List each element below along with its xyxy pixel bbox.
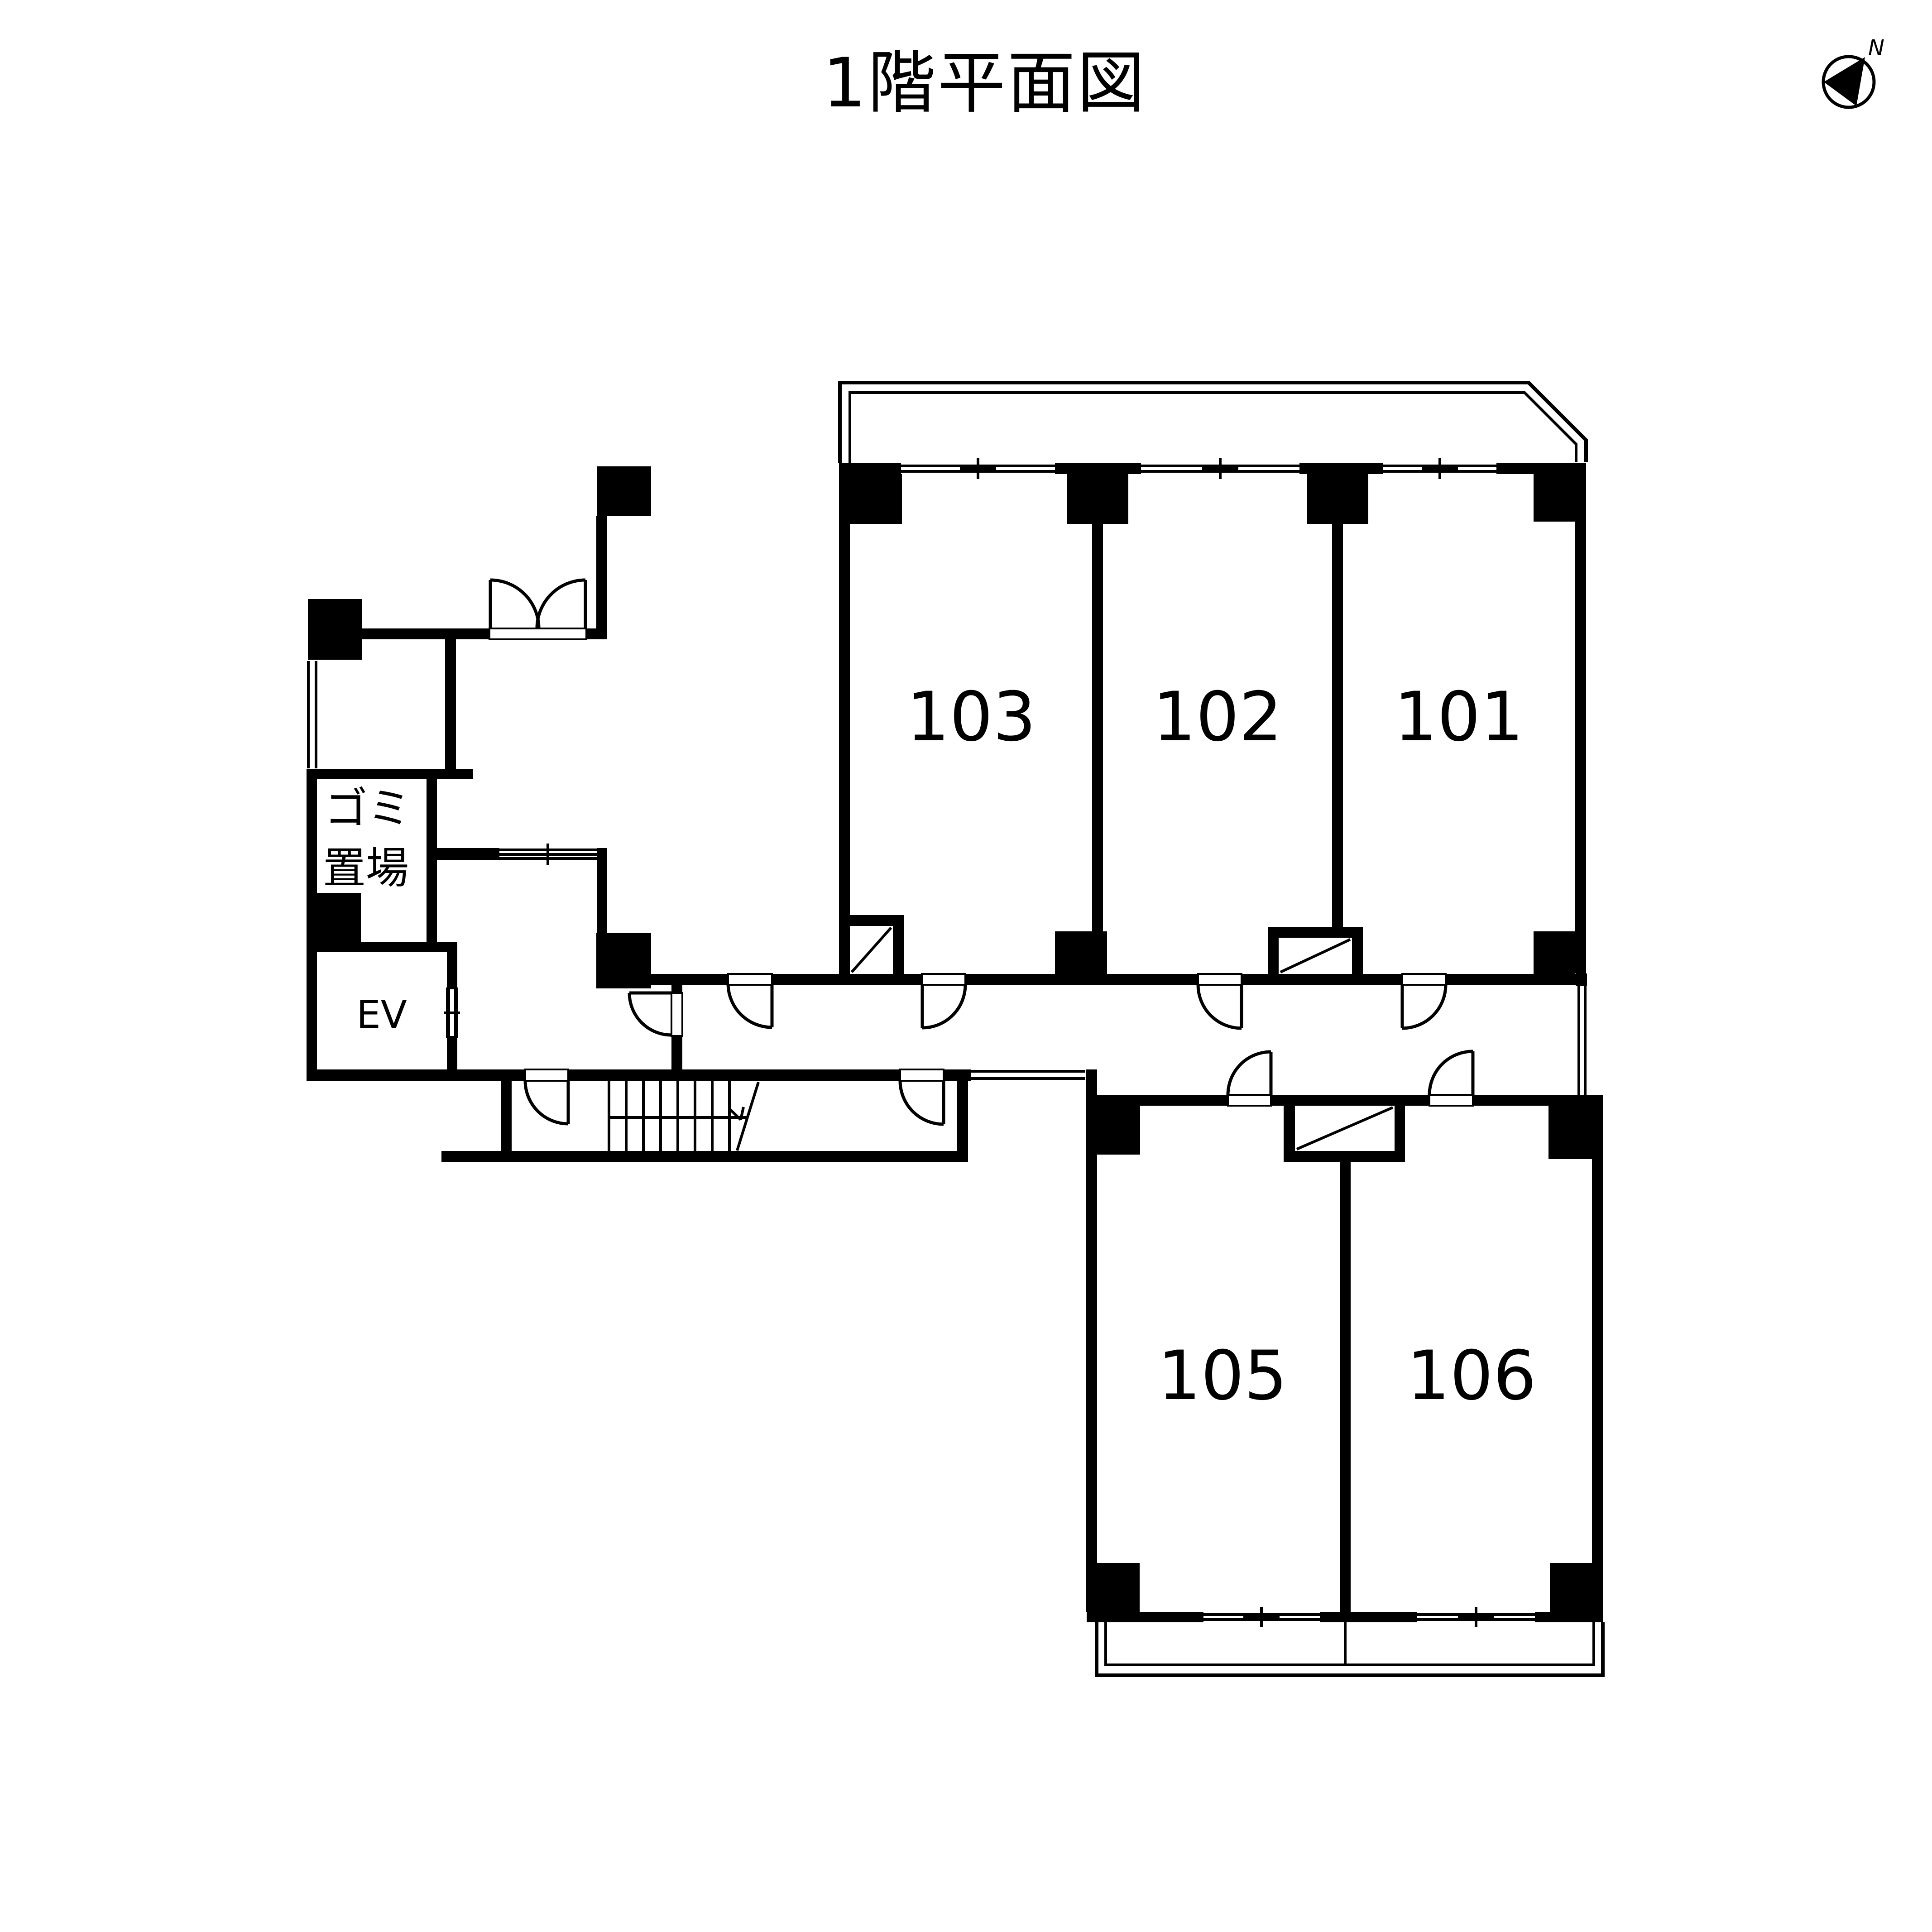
door-106 [1428,1050,1475,1107]
left-service-section [307,466,651,1069]
door-103 [920,973,967,1030]
garbage-label-line2: 置場 [323,844,409,893]
lower-room-block-walls [1086,1069,1603,1622]
pillar-nw [308,599,362,660]
pillar-ev-nw [307,893,361,952]
room-label-102: 102 [1153,678,1282,757]
pillar-105-nw [1097,1095,1140,1155]
door-102 [1196,973,1243,1030]
hall-partition [596,933,683,1069]
shaft-102-101 [1268,927,1363,974]
pillar-105-sw [1087,1563,1140,1622]
upper-room-block-walls [839,463,1587,986]
lower-room-doors [1226,1050,1475,1107]
corridor-south-window [971,1070,1085,1080]
page-title: 1階平面図 [823,44,1146,123]
window-102 [1141,458,1299,479]
door-court [726,973,774,1029]
compass-north-label: N [1868,35,1884,61]
window-101 [1383,458,1496,479]
window-106 [1417,1607,1535,1627]
window-103 [901,458,1055,479]
pillar-106-ne [1548,1095,1603,1159]
hall-window [499,844,597,865]
elevator-door [444,988,460,1038]
staircase [441,1081,968,1162]
room-label-105: 105 [1158,1337,1287,1415]
entrance-double-door [489,578,587,640]
door-stairs [523,1069,570,1126]
corridor-north-wall [651,974,1576,985]
elevator-label: EV [356,992,407,1037]
upper-windows [901,458,1496,479]
compass-north-icon: N [1822,35,1884,109]
shaft-103 [850,915,904,974]
shaft-105-106 [1284,1106,1405,1162]
south-balcony [1095,1622,1605,1677]
north-balcony [838,381,1588,463]
door-105 [1226,1050,1273,1107]
lower-windows [1203,1607,1535,1627]
room-label-103: 103 [906,678,1036,757]
garbage-label-line1: ゴミ [325,784,411,834]
corridor-east-window [1577,986,1587,1095]
door-vestibule [898,1069,945,1126]
corridor-south-wall-left [307,1069,1085,1081]
pillar-106-se [1550,1563,1603,1622]
pillar-entry-cap [597,466,651,516]
corridor-doors [726,973,1448,1030]
room-label-101: 101 [1394,678,1524,757]
room-label-106: 106 [1407,1337,1536,1415]
storage-west-window [307,661,317,768]
door-101 [1400,973,1448,1030]
window-105 [1203,1607,1320,1627]
